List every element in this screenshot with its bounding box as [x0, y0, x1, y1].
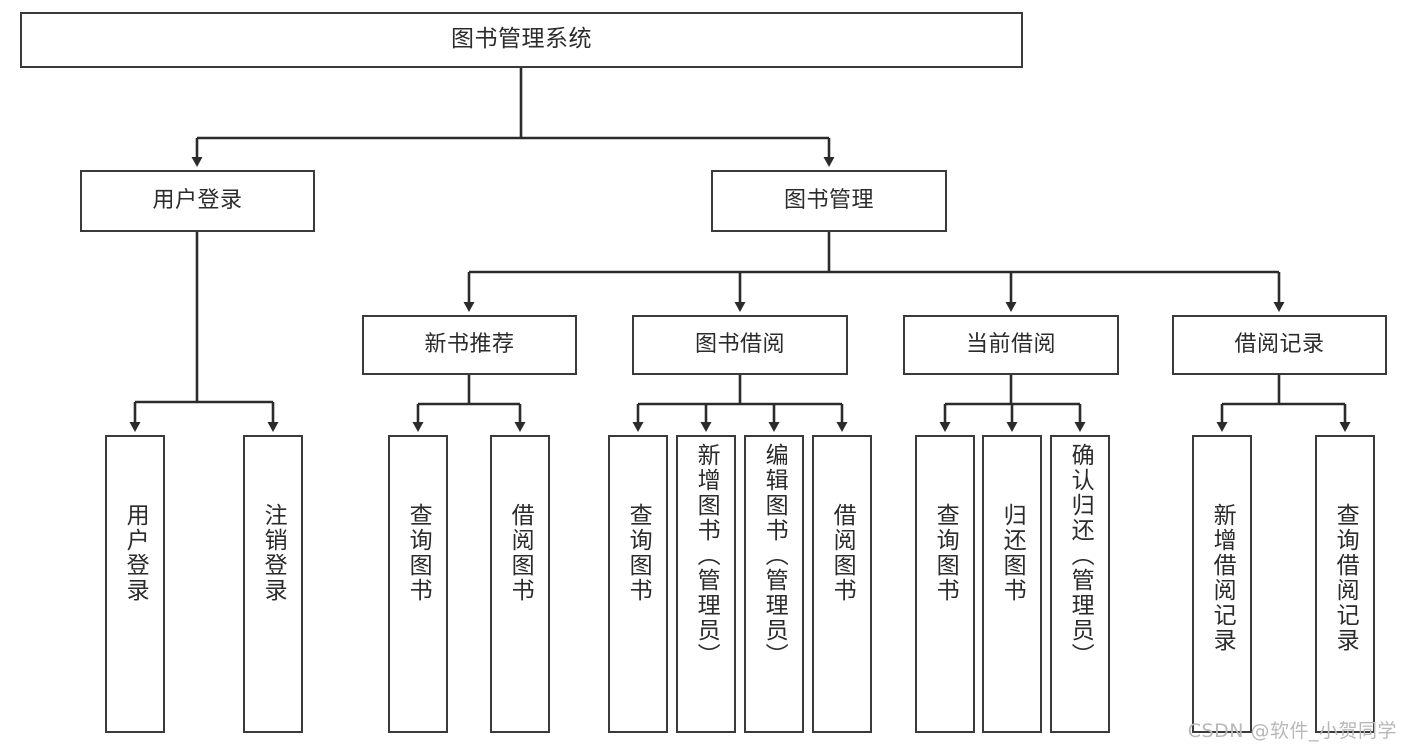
node-current-borrow[interactable]: 当前借阅 [903, 315, 1119, 375]
leaf-current-query-book[interactable]: 查询图书 [915, 435, 975, 733]
node-label: 用户登录 [122, 503, 149, 603]
watermark-text: CSDN @软件_小贺同学 [1187, 720, 1397, 742]
node-label: 归还图书 [999, 503, 1026, 603]
node-label: 用户登录 [152, 188, 243, 214]
node-label: 查询图书 [405, 503, 432, 603]
node-label: 新增借阅记录 [1209, 503, 1236, 653]
node-book-management[interactable]: 图书管理 [711, 170, 947, 232]
node-label: 查询图书 [932, 503, 959, 603]
node-label: 借阅记录 [1234, 332, 1325, 358]
leaf-borrow-query-book[interactable]: 查询图书 [608, 435, 668, 733]
leaf-confirm-return-admin[interactable]: 确认归还（管理员） [1050, 435, 1110, 733]
leaf-new-book-query[interactable]: 查询图书 [388, 435, 448, 733]
node-borrow-record[interactable]: 借阅记录 [1172, 315, 1387, 375]
leaf-user-logout[interactable]: 注销登录 [243, 435, 303, 733]
node-label: 编辑图书（管理员） [761, 443, 788, 668]
leaf-borrow-book[interactable]: 借阅图书 [812, 435, 872, 733]
node-user-login[interactable]: 用户登录 [80, 170, 315, 232]
node-label: 图书管理系统 [451, 26, 592, 53]
node-label: 注销登录 [260, 503, 287, 603]
node-label: 确认归还（管理员） [1067, 443, 1094, 668]
node-new-book-recommend[interactable]: 新书推荐 [362, 315, 577, 375]
leaf-return-book[interactable]: 归还图书 [982, 435, 1042, 733]
leaf-new-book-borrow[interactable]: 借阅图书 [490, 435, 550, 733]
node-label: 新书推荐 [424, 332, 515, 358]
leaf-add-borrow-record[interactable]: 新增借阅记录 [1192, 435, 1252, 733]
node-label: 图书借阅 [694, 332, 785, 358]
node-label: 新增图书（管理员） [693, 443, 720, 668]
leaf-user-login[interactable]: 用户登录 [105, 435, 165, 733]
leaf-edit-book-admin[interactable]: 编辑图书（管理员） [744, 435, 804, 733]
node-label: 图书管理 [783, 188, 874, 214]
node-root-system[interactable]: 图书管理系统 [20, 12, 1023, 68]
node-book-borrow[interactable]: 图书借阅 [632, 315, 848, 375]
leaf-query-borrow-record[interactable]: 查询借阅记录 [1315, 435, 1375, 733]
node-label: 查询图书 [625, 503, 652, 603]
node-label: 借阅图书 [829, 503, 856, 603]
node-label: 借阅图书 [507, 503, 534, 603]
leaf-add-book-admin[interactable]: 新增图书（管理员） [676, 435, 736, 733]
node-label: 当前借阅 [965, 332, 1056, 358]
node-label: 查询借阅记录 [1332, 503, 1359, 653]
